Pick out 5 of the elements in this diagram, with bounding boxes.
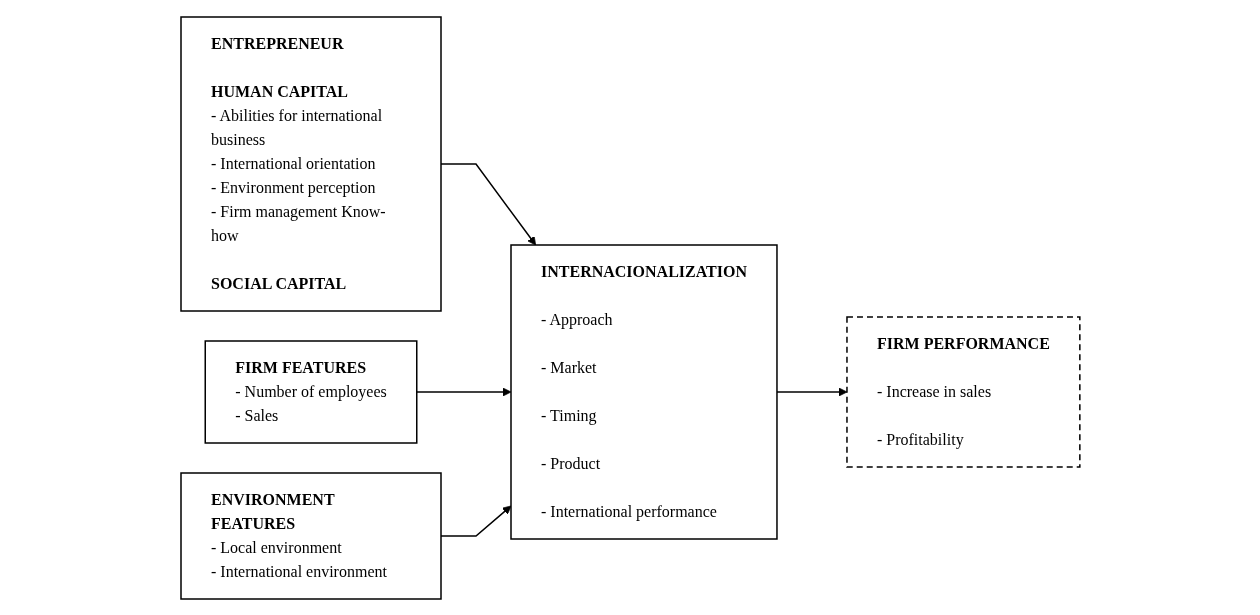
- node-box: INTERNACIONALIZATION - Approach - Market - Timing - Product - International performance: [509, 243, 778, 540]
- node-box: FIRM PERFORMANCE - Increase in sales - Profitability: [845, 315, 1081, 468]
- node-box: ENVIRONMENT FEATURES - Local environment - International environment: [179, 471, 442, 600]
- node-box: FIRM FEATURES - Number of employees - Sales: [204, 339, 418, 444]
- node-box: ENTREPRENEUR HUMAN CAPITAL - Abilities for international business - International orientation - Environment perception - Firm management Know-how SOCIAL CAPITAL: [179, 15, 442, 312]
